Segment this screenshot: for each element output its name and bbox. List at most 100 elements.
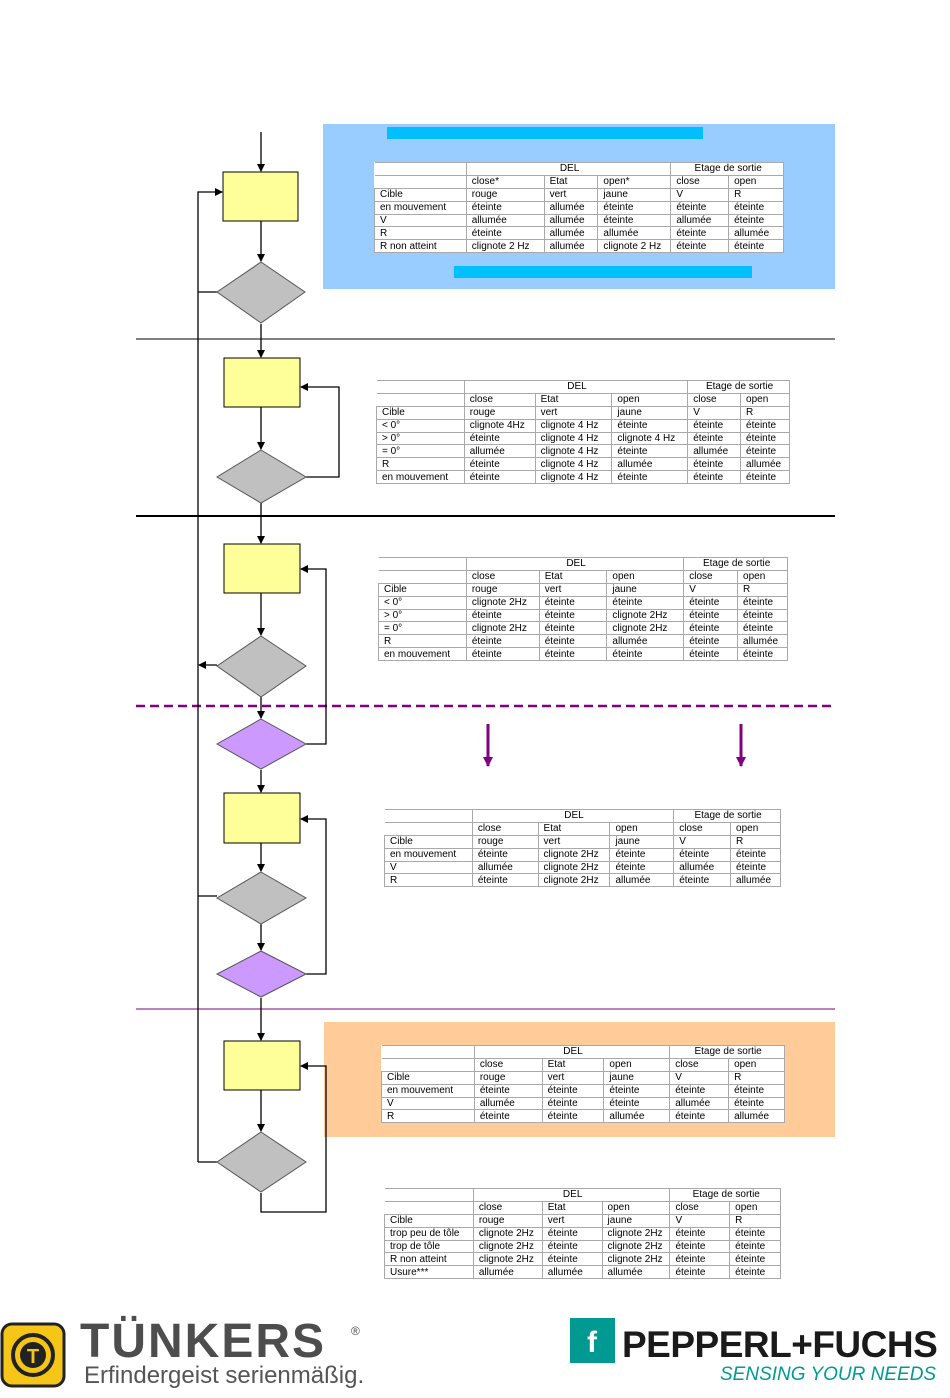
cell: éteinte [541,1252,603,1267]
cell: allumée [603,1109,671,1124]
cell: éteinte [687,457,742,472]
cell: clignote 2Hz [537,860,611,875]
svg-text:T: T [27,1346,39,1368]
cell: clignote 2Hz [601,1252,671,1267]
cell: allumée [597,226,672,241]
cell: éteinte [740,470,790,485]
cell: éteinte [541,1083,605,1098]
row-label: en mouvement [384,847,473,862]
sub-header: open [601,1200,671,1215]
cell: clignote 4 Hz [534,444,613,459]
cell: éteinte [728,1096,785,1111]
sub-header: open [737,569,788,584]
cell: rouge [463,405,536,420]
etage-header: Etage de sortie [687,380,790,394]
sub-header: open [730,821,781,836]
cell: R [737,582,788,597]
cell: éteinte [465,647,540,662]
cell: éteinte [687,470,742,485]
row-label: Cible [384,1213,474,1228]
cell: éteinte [597,200,672,215]
cell: vert [541,1213,603,1228]
cell: éteinte [683,621,739,636]
cell: R [740,405,790,420]
row-label: R [374,226,467,241]
sub-header: open [728,174,784,189]
cell: éteinte [673,873,732,888]
cell: éteinte [683,647,739,662]
cell: allumée [601,1265,671,1280]
cell: clignote 2Hz [606,608,685,623]
cell: R [728,1070,785,1085]
cell: clignote 4Hz [463,418,536,433]
decision-grey-2 [216,449,307,504]
cell: allumée [737,634,788,649]
cell: éteinte [728,239,784,254]
process-box-3 [223,543,301,594]
cell: éteinte [729,1226,781,1241]
cell: éteinte [669,1239,731,1254]
sub-header: Etat [541,1200,603,1215]
row-label: > 0° [376,431,465,446]
row-label: Cible [376,405,465,420]
cell: éteinte [683,595,739,610]
cell: jaune [601,1213,671,1228]
highlight-bar-bottom [454,266,752,278]
cell: allumée [541,1265,603,1280]
decision-grey-5 [216,1131,307,1193]
cell: V [683,582,739,597]
cell: clignote 2 Hz [465,239,545,254]
cell: éteinte [669,1226,731,1241]
sub-header: Etat [538,569,608,584]
cell: éteinte [611,444,689,459]
cell: vert [537,834,611,849]
row-label: V [374,213,467,228]
sub-header: open [740,392,790,407]
tunkers-tagline: Erfindergeist serienmäßig. [84,1362,365,1389]
sub-header: Etat [537,821,611,836]
sub-header: open [729,1200,781,1215]
cell: éteinte [473,1083,543,1098]
cell: éteinte [730,847,781,862]
cell: éteinte [687,431,742,446]
del-header: DEL [472,1188,671,1202]
sub-header: close [463,392,536,407]
cell: éteinte [729,1265,781,1280]
cell: éteinte [740,444,790,459]
cell: éteinte [473,1109,543,1124]
tunkers-logo-text: TÜNKERS [80,1315,327,1368]
row-label: < 0° [376,418,465,433]
row-label: en mouvement [376,470,465,485]
row-label: R [381,1109,475,1124]
cell: clignote 4 Hz [534,431,613,446]
cell: éteinte [538,647,608,662]
cell: clignote 2 Hz [597,239,672,254]
cell: jaune [609,834,675,849]
pepperl-fuchs-pf-logo-icon: f [570,1318,615,1363]
cell: éteinte [603,1096,671,1111]
cell: allumée [673,860,732,875]
decision-purple-2 [215,950,308,998]
sub-header: close [465,569,540,584]
cell: éteinte [670,200,730,215]
cell: V [673,834,732,849]
cell: clignote 4 Hz [534,418,613,433]
row-label: en mouvement [374,200,467,215]
del-header: DEL [465,162,672,176]
decision-grey-1 [216,261,306,324]
del-header: DEL [463,380,689,394]
